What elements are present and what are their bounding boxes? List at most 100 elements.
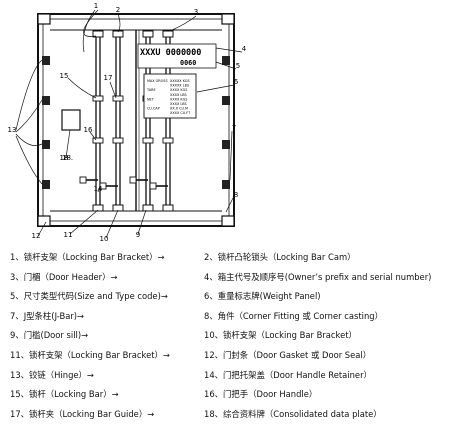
callout-1: 1 [94,2,98,10]
container-frame [37,13,235,227]
corner-fitting [37,13,51,25]
legend-row: 13、铰链（Hinge）→ 14、门把托架盖（Door Handle Retain… [10,366,446,386]
callout-leader-lines [15,9,243,239]
leader-line [15,135,43,185]
weight-panel-line: CU.CAP [147,107,160,111]
weight-panel-line: XXXX KGS [170,97,187,101]
weight-panel-line: TARE [146,88,156,92]
leader-line [69,209,99,235]
weight-panel-line: MAX GROSS [147,79,168,83]
leader-line [137,209,147,235]
legend-item-left: 17、锁杆夹（Locking Bar Guide）→ [10,408,155,419]
legend-item-right: 16、门把手（Door Handle） [204,389,318,400]
door-handle-retainers [79,176,157,190]
weight-panel-line: XXXXX KGS [170,79,190,83]
size-type-code-text: 0060 [180,59,196,67]
leader-line [15,59,43,131]
callout-15: 15 [60,72,69,80]
legend-item-right: 12、门封条（Door Gasket 或 Door Seal） [204,349,372,360]
callout-17: 17 [104,74,113,82]
owner-code-plate [137,43,217,69]
weight-panel-line: XXXX LBS [170,102,187,106]
callout-16: 16 [84,126,93,134]
weight-panel [143,73,197,119]
weight-panel-line: XXXXX LBS [170,84,189,88]
legend-item-left: 3、门楣（Door Header）→ [10,271,118,282]
leader-line [196,84,235,93]
leader-line [15,99,43,133]
callout-12: 12 [32,232,41,240]
leader-line [89,131,97,141]
legend-row: 1、锁杆支架（Locking Bar Bracket）→ 2、锁杆凸轮锁头（Loc… [10,248,446,268]
legend-item-right: 10、锁杆支架（Locking Bar Bracket） [204,330,357,341]
legend-item-left: 11、锁杆支架（Locking Bar Bracket）→ [10,349,170,360]
legend-item-left: 15、锁杆（Locking Bar）→ [10,389,119,400]
callout-7: 7 [232,124,236,132]
hinges-right [222,56,230,189]
leader-line [215,61,237,70]
leader-line [67,77,97,99]
leader-line [215,47,243,53]
hinges-left [42,56,50,189]
leader-line [117,13,121,33]
callout-6: 6 [234,78,239,86]
container-door-diagram: XXXU 0000000 0060 MAX GROSS TARE NET CU.CAP… [8,2,247,243]
owner-serial-text: XXXU 0000000 [140,48,201,58]
leader-line [83,9,99,37]
callout-2: 2 [116,6,120,14]
legend-item-left: 13、铰链（Hinge）→ [10,369,94,380]
legend-item-right: 8、角件（Corner Fitting 或 Corner casting） [204,310,383,321]
locking-bar-cams-top [92,30,174,38]
legend-row: 9、门槛(Door sill)→ 10、锁杆支架（Locking Bar Brac… [10,326,446,346]
callout-3: 3 [194,8,198,16]
leader-line [225,195,235,213]
legend-item-right: 18、综合资料牌（Consolidated data plate） [204,408,382,419]
weight-panel-line: XX.X CU.M [170,107,188,111]
consolidated-data-plate [61,109,81,131]
locking-bar-cams-bottom [92,204,174,212]
callout-14: 14 [94,185,103,193]
leader-line [65,129,71,159]
leader-line [109,81,117,99]
callout-11: 11 [64,231,73,239]
leader-line [229,130,233,181]
callout-10: 10 [100,235,109,243]
legend-row: 15、锁杆（Locking Bar）→ 16、门把手（Door Handle） [10,385,446,405]
callout-8: 8 [234,191,238,199]
corner-fitting [221,13,235,25]
leader-line [37,221,47,237]
legend-item-right: 6、重量标志牌(Weight Panel) [204,291,321,302]
weight-panel-line: NET [147,97,155,101]
callout-18: 18 [60,154,69,162]
weight-panel-line: XXXX LBS [170,93,187,97]
legend-row: 5、尺寸类型代码(Size and Type code)→ 6、重量标志牌(Wei… [10,287,446,307]
legend-item-left: 5、尺寸类型代码(Size and Type code)→ [10,291,168,302]
inset-label: 18. [62,154,73,162]
legend-item-right: 14、门把托架盖（Door Handle Retainer） [204,369,372,380]
legend-row: 11、锁杆支架（Locking Bar Bracket）→ 12、门封条（Door… [10,346,446,366]
legend-item-left: 1、锁杆支架（Locking Bar Bracket）→ [10,252,165,262]
corner-fitting [221,215,235,227]
leader-line [97,185,101,193]
legend-row: 3、门楣（Door Header）→ 4、箱主代号及顺序号(Owner’s pre… [10,268,446,288]
container-inner-frame [42,18,230,222]
weight-panel-line: XXXX CU.FT [170,111,191,115]
legend-row: 7、J型条柱(J-Bar)→8、角件（Corner Fitting 或 Corn… [10,307,446,327]
legend-item-left: 9、门槛(Door sill)→ [10,330,89,341]
legend-item-right: 4、箱主代号及顺序号(Owner’s prefix and serial num… [204,271,432,282]
leader-line [169,15,197,32]
legend-item-right: 2、锁杆凸轮锁头（Locking Bar Cam） [204,252,356,262]
callout-13: 13 [8,126,17,134]
callout-9: 9 [136,231,140,239]
parts-legend: 1、锁杆支架（Locking Bar Bracket）→ 2、锁杆凸轮锁头（Loc… [10,248,446,424]
callout-5: 5 [236,62,240,70]
leader-line [15,133,43,146]
leader-line [82,9,96,53]
leader-line [105,209,119,239]
callout-4: 4 [242,45,247,53]
corner-fitting [37,215,51,227]
weight-panel-line: XXXX KGS [170,88,187,92]
